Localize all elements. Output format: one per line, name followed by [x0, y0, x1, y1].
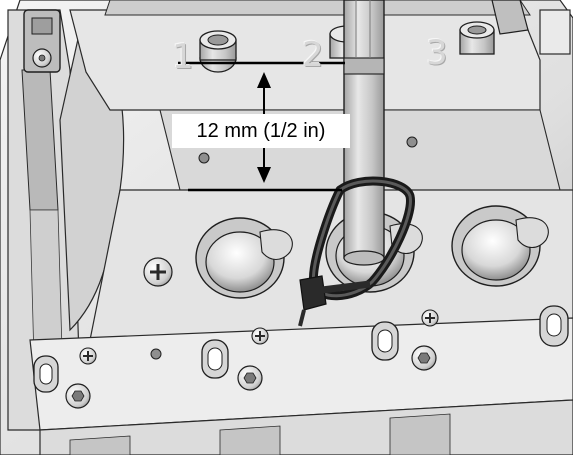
phillips-screw-lower-2 — [251, 327, 269, 345]
plate-hole-left — [198, 152, 210, 164]
cable-entry-hole-1 — [195, 217, 293, 299]
hex-screw-1 — [65, 383, 91, 409]
lower-slot-left — [33, 355, 59, 393]
terminal-post-3 — [459, 21, 495, 55]
dimension-label: 12 mm (1/2 in) — [172, 114, 350, 148]
lower-slot-right — [539, 305, 569, 347]
terminal-number-2: 2 — [302, 35, 324, 75]
cable-entry-hole-3 — [451, 205, 549, 287]
lower-slot-middle — [201, 339, 229, 379]
upper-terminal-block-top-edge — [104, 0, 531, 16]
terminal-number-1: 1 — [172, 37, 194, 77]
small-hole-lower — [150, 348, 162, 360]
phillips-screw-lower-1 — [79, 347, 97, 365]
cable-tie-icon — [298, 176, 415, 327]
hex-screw-3 — [411, 345, 437, 371]
left-rail-groove — [29, 209, 63, 361]
upper-right-tab — [539, 9, 571, 55]
terminal-post-1 — [199, 30, 237, 73]
plate-hole-right — [406, 136, 418, 148]
cable-rod — [343, 0, 385, 266]
terminal-number-3: 3 — [426, 33, 448, 73]
upper-right-clip — [491, 0, 529, 35]
hex-screw-2 — [237, 365, 263, 391]
lower-slot-center — [371, 321, 399, 361]
phillips-screw-lower-3 — [421, 309, 439, 327]
phillips-screw-left — [143, 257, 173, 287]
